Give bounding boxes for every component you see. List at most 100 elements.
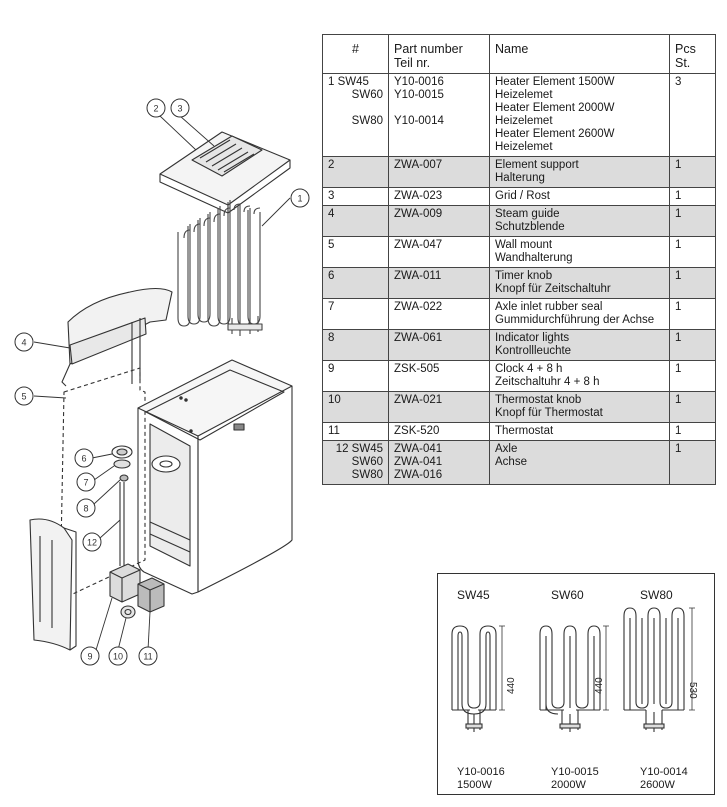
cell-pcs: 1 (669, 422, 716, 441)
callout-9: 9 (80, 646, 100, 666)
cell-pcs: 1 (669, 329, 716, 361)
heater-element-variants: 440 440 530 SW45 SW60 SW80 Y10-0016 1500… (437, 573, 715, 795)
header-num: # (322, 34, 389, 74)
callout-8: 8 (76, 498, 96, 518)
callout-5: 5 (14, 386, 34, 406)
header-pcs: Pcs St. (669, 34, 716, 74)
cell-pcs: 1 (669, 205, 716, 237)
callout-3: 3 (170, 98, 190, 118)
svg-text:10: 10 (113, 652, 123, 662)
element-shape-sw45 (451, 625, 505, 732)
cell-part-number: ZWA-047 (388, 236, 490, 268)
cell-name: Grid / Rost (489, 187, 670, 206)
cell-num: 2 (322, 156, 389, 188)
thermostat-unit (137, 577, 165, 613)
exploded-diagram: 1 2 3 4 5 6 7 8 9 10 11 12 (14, 98, 310, 666)
cell-pcs: 1 (669, 298, 716, 330)
table-header-row: # Part number Teil nr. Name Pcs St. (322, 34, 716, 74)
variant-code-sw60: Y10-0015 2000W (551, 766, 599, 791)
header-part-number: Part number Teil nr. (388, 34, 490, 74)
dimension-sw60: 440 (594, 677, 605, 694)
axle (119, 482, 125, 566)
indicator-light (119, 474, 129, 482)
element-shapes: 440 440 530 (451, 607, 698, 732)
cell-part-number: ZWA-023 (388, 187, 490, 206)
element-shape-sw60 (539, 625, 609, 732)
axle-seal (113, 459, 131, 469)
cell-num: 8 (322, 329, 389, 361)
callout-12: 12 (82, 532, 102, 552)
cell-num: 4 (322, 205, 389, 237)
cell-part-number: ZSK-520 (388, 422, 490, 441)
cell-pcs: 1 (669, 236, 716, 268)
svg-text:6: 6 (81, 454, 86, 464)
cell-pcs: 3 (669, 73, 716, 157)
callout-6: 6 (74, 448, 94, 468)
variant-code-sw80: Y10-0014 2600W (640, 766, 688, 791)
svg-text:7: 7 (83, 478, 88, 488)
svg-text:5: 5 (21, 392, 26, 402)
svg-text:1: 1 (297, 194, 302, 204)
front-cover (29, 518, 73, 651)
svg-text:8: 8 (83, 504, 88, 514)
cell-pcs: 1 (669, 391, 716, 423)
cell-num: 5 (322, 236, 389, 268)
svg-text:12: 12 (87, 538, 97, 548)
variant-model-sw80: SW80 (640, 588, 673, 602)
cell-name: Thermostat (489, 422, 670, 441)
cell-pcs: 1 (669, 360, 716, 392)
cell-pcs: 1 (669, 267, 716, 299)
callout-4: 4 (14, 332, 34, 352)
cell-num: 3 (322, 187, 389, 206)
callout-7: 7 (76, 472, 96, 492)
callout-11: 11 (138, 646, 158, 666)
dimension-sw45: 440 (506, 677, 517, 694)
variant-model-sw60: SW60 (551, 588, 584, 602)
dimension-sw80: 530 (687, 682, 698, 699)
svg-text:9: 9 (87, 652, 92, 662)
svg-text:3: 3 (177, 104, 182, 114)
callout-1: 1 (290, 188, 310, 208)
cell-pcs: 1 (669, 187, 716, 206)
element-shape-sw80 (623, 607, 695, 732)
cell-num: 6 (322, 267, 389, 299)
cell-part-number: ZWA-007 (388, 156, 490, 188)
parts-table: # Part number Teil nr. Name Pcs St. 1 SW… (322, 34, 716, 485)
cell-num: 9 (322, 360, 389, 392)
heater-housing (137, 359, 293, 437)
svg-text:2: 2 (153, 104, 158, 114)
cell-part-number: ZWA-009 (388, 205, 490, 237)
variant-code-sw45: Y10-0016 1500W (457, 766, 505, 791)
cell-part-number: ZWA-022 (388, 298, 490, 330)
cell-part-number: ZWA-021 (388, 391, 490, 423)
cell-pcs: 1 (669, 440, 716, 485)
cell-pcs: 1 (669, 156, 716, 188)
svg-text:11: 11 (143, 652, 152, 662)
diagram-callouts: 1 2 3 4 5 6 7 8 9 10 11 12 (14, 98, 310, 666)
cell-part-number: ZWA-061 (388, 329, 490, 361)
cell-num: 7 (322, 298, 389, 330)
cell-num: 10 (322, 391, 389, 423)
